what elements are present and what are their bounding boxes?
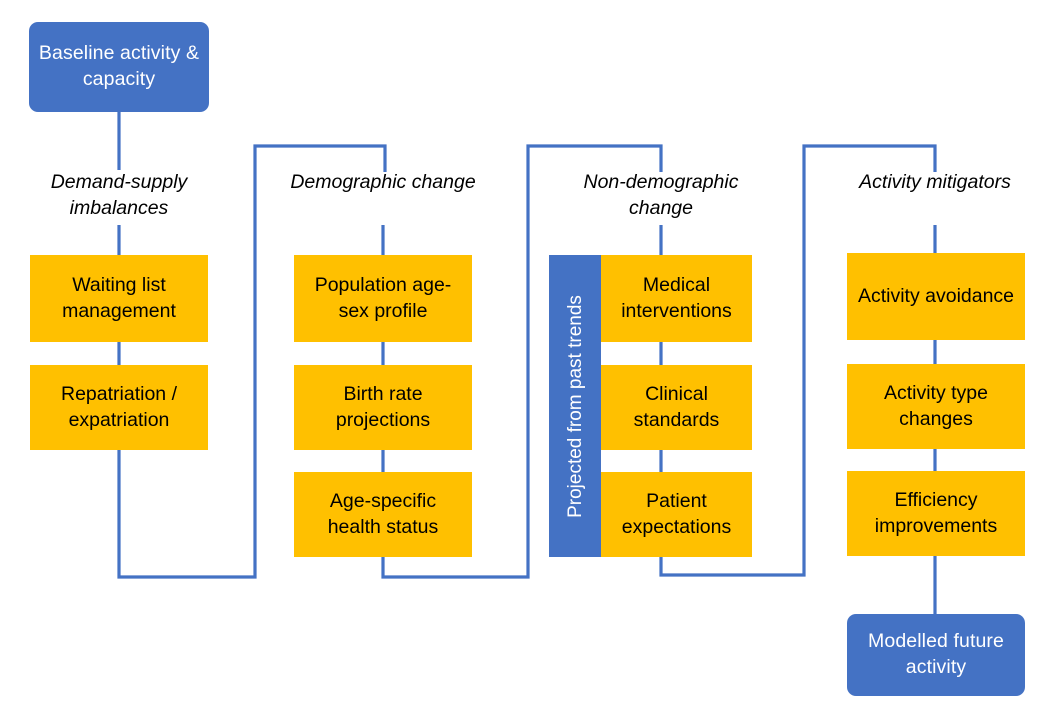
- box-age-specific-health-status[interactable]: Age-specific health status: [294, 472, 472, 557]
- box-label: Activity type changes: [883, 381, 989, 430]
- box-label: Waiting list management: [62, 273, 176, 322]
- box-label: Patient expectations: [621, 489, 732, 538]
- group-title-non-demographic-change: Non-demographic change: [561, 170, 761, 222]
- end-node-modelled-future-activity[interactable]: Modelled future activity: [847, 614, 1025, 696]
- side-band-label: Projected from past trends: [564, 294, 586, 518]
- box-label: Birth rate projections: [335, 382, 431, 431]
- start-node-baseline-activity-capacity[interactable]: Baseline activity & capacity: [29, 22, 209, 112]
- group-title-demand-supply-imbalances: Demand-supply imbalances: [19, 170, 219, 222]
- group-title-demographic-change: Demographic change: [283, 170, 483, 196]
- start-node-label: Baseline activity & capacity: [38, 42, 200, 90]
- group-title-activity-mitigators: Activity mitigators: [835, 170, 1035, 196]
- box-activity-type-changes[interactable]: Activity type changes: [847, 364, 1025, 449]
- side-band-projected-from-past-trends: Projected from past trends: [549, 255, 601, 557]
- box-label: Medical interventions: [621, 273, 732, 322]
- box-repatriation-expatriation[interactable]: Repatriation / expatriation: [30, 365, 208, 450]
- box-waiting-list-management[interactable]: Waiting list management: [30, 255, 208, 342]
- group-title-text: Demand-supply imbalances: [50, 171, 188, 219]
- box-medical-interventions[interactable]: Medical interventions: [601, 255, 752, 342]
- box-clinical-standards[interactable]: Clinical standards: [601, 365, 752, 450]
- box-label: Activity avoidance: [857, 284, 1015, 307]
- box-patient-expectations[interactable]: Patient expectations: [601, 472, 752, 557]
- box-efficiency-improvements[interactable]: Efficiency improvements: [847, 471, 1025, 556]
- group-title-text: Non-demographic change: [583, 171, 739, 219]
- group-title-text: Activity mitigators: [859, 171, 1011, 193]
- box-label: Repatriation / expatriation: [61, 382, 177, 431]
- box-label: Efficiency improvements: [874, 488, 998, 537]
- box-label: Age-specific health status: [327, 489, 439, 538]
- box-population-age-sex-profile[interactable]: Population age-sex profile: [294, 255, 472, 342]
- box-birth-rate-projections[interactable]: Birth rate projections: [294, 365, 472, 450]
- box-activity-avoidance[interactable]: Activity avoidance: [847, 253, 1025, 340]
- box-label: Population age-sex profile: [314, 273, 452, 322]
- end-node-label: Modelled future activity: [868, 630, 1004, 678]
- group-title-text: Demographic change: [290, 171, 476, 193]
- box-label: Clinical standards: [633, 382, 720, 431]
